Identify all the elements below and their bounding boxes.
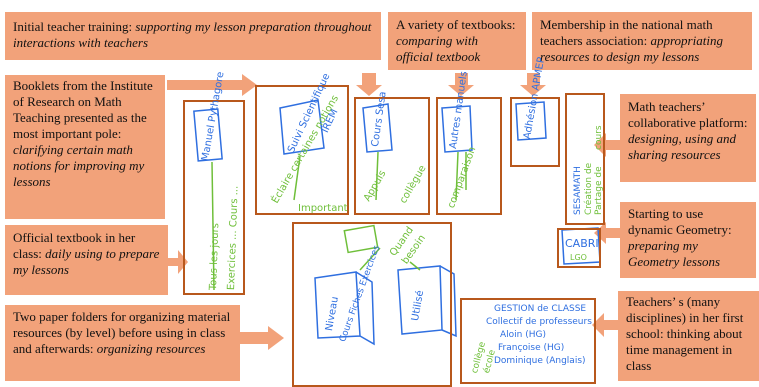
callout-desc: comparing with official textbook (396, 33, 481, 64)
green-line-autres (455, 151, 467, 201)
callout-textbooks: A variety of textbooks: comparing with o… (388, 12, 526, 70)
cours-book-sketch (362, 103, 393, 153)
callout-lead: Starting to use dynamic Geometry: (628, 206, 732, 237)
autres-book-sketch (441, 105, 473, 153)
callout-desc: preparing my Geometry lessons (628, 238, 721, 269)
green-line-quand (359, 247, 421, 271)
callout-lead: Math teachers’ collaborative platform: (628, 99, 748, 130)
hw-tous-les-jours: Tous les jours (208, 222, 222, 291)
hw-aloin: Aloin (HG) (500, 330, 546, 340)
hw-partage: Partage de (594, 166, 604, 215)
hw-sesamath: SESAMATH (573, 166, 583, 215)
manuel-book-sketch (193, 108, 223, 162)
green-line-cours (375, 151, 379, 201)
callout-platform: Math teachers’ collaborative platform: d… (620, 94, 756, 182)
hw-dominique: Dominique (Anglais) (494, 356, 586, 366)
frame-sesamath (565, 93, 605, 225)
hw-francoise: Françoise (HG) (498, 343, 565, 353)
frame-suivi (255, 85, 349, 215)
hw-lgo: LGO (570, 253, 587, 262)
arrow-platform (594, 133, 620, 157)
suivi-book-sketch (279, 99, 325, 155)
hw-cours: cours (594, 125, 604, 150)
adhesion-book-sketch (515, 101, 547, 141)
hw-gestion: GESTION de CLASSE (494, 304, 587, 314)
frame-adhesion (510, 97, 560, 167)
callout-membership: Membership in the national math teachers… (532, 12, 752, 70)
callout-lead: Membership in the national math teachers… (540, 17, 713, 48)
folder-utilise (397, 265, 457, 338)
callout-lead: A variety of textbooks: (396, 17, 516, 32)
callout-lead: Booklets from the Institute of Research … (13, 78, 153, 141)
arrow-teachers (592, 313, 618, 337)
frame-manuel (183, 100, 245, 295)
hw-cabri: CABRI (565, 237, 599, 250)
frame-autres (436, 97, 502, 215)
green-box-irem (343, 224, 379, 254)
hw-collectif: Collectif de professeurs (486, 317, 592, 327)
arrow-folders (240, 326, 284, 350)
green-line-suivi (293, 155, 301, 201)
callout-teachers: Teachers’ s (many disciplines) in her fi… (618, 291, 759, 381)
arrow-textbooks (448, 73, 474, 96)
callout-folders: Two paper folders for organizing materia… (5, 305, 240, 381)
frame-cabri (557, 228, 601, 268)
callout-lead: Official textbook in her class: (13, 230, 136, 261)
folder-niveau (314, 271, 375, 346)
arrow-training (356, 73, 382, 96)
callout-desc: supporting my lesson preparation through… (13, 19, 372, 50)
callout-booklets: Booklets from the Institute of Research … (5, 75, 165, 219)
callout-lead: Two paper folders for organizing materia… (13, 309, 231, 356)
callout-desc: daily using to prepare my lessons (13, 246, 160, 277)
callout-initial-training: Initial teacher training: supporting my … (5, 12, 381, 60)
callout-desc: designing, using and sharing resources (628, 131, 736, 162)
green-sketches (211, 151, 467, 291)
callout-desc: organizing resources (96, 341, 206, 356)
callout-desc: clarifying certain math notions for impr… (13, 142, 145, 189)
arrow-booklets (167, 74, 257, 96)
callout-desc: appropriating resources to design my les… (540, 33, 723, 64)
arrow-membership (520, 73, 546, 96)
callout-lead: Initial teacher training: (13, 19, 133, 34)
callout-lead: Teachers’ s (many disciplines) in her fi… (626, 294, 744, 373)
callout-official-textbook: Official textbook in her class: daily us… (5, 225, 168, 295)
hw-important: Important (298, 203, 348, 214)
frame-cours (354, 97, 430, 215)
connector-arrows (167, 73, 620, 350)
callout-geometry: Starting to use dynamic Geometry: prepar… (620, 202, 756, 278)
green-line-manuel (211, 161, 215, 291)
